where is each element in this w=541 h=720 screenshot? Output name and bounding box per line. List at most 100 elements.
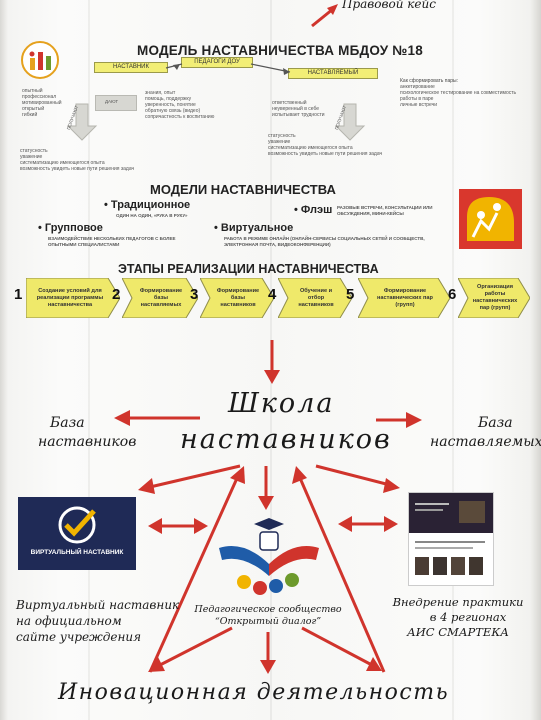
quality-item: ответственный <box>272 100 307 106</box>
photo-thumb <box>415 557 429 575</box>
mentee-qualities: ответственный неуверенный в себе испытыв… <box>272 100 372 118</box>
result-item: систематизацию имеющегося опыта <box>20 160 105 166</box>
transfer-item: помощь, поддержку <box>145 96 192 102</box>
arrow-to-base-mentees <box>376 412 422 428</box>
stages-title: ЭТАПЫ РЕАЛИЗАЦИИ НАСТАВНИЧЕСТВА <box>118 262 379 276</box>
caption-line: сайте учреждения <box>16 630 142 644</box>
stage-2: Формирование базы наставляемых <box>122 278 198 318</box>
stage-shape <box>458 278 530 318</box>
quality-item: мотивированный <box>22 100 62 106</box>
mentee-box: НАСТАВЛЯЕМЫЙ <box>288 68 378 79</box>
stage-shape <box>358 278 450 318</box>
community-caption: Педагогическое сообщество “Открытый диал… <box>166 604 370 628</box>
how-item: анкетирование <box>400 84 435 90</box>
fold-line <box>88 0 90 720</box>
virtual-mentor-logo[interactable]: ВИРТУАЛЬНЫЙ НАСТАВНИК <box>18 497 136 570</box>
models-title: МОДЕЛИ НАСТАВНИЧЕСТВА <box>150 182 336 197</box>
logo-icon <box>21 41 59 79</box>
stage-text: Формирование наставнических пар (групп) <box>377 287 433 308</box>
arrow-to-practice <box>315 464 400 493</box>
transfer-list: знания, опыт помощь, поддержку увереннос… <box>145 90 255 120</box>
stage-text: Формирование базы наставляемых <box>139 287 183 308</box>
stage-shape <box>278 278 352 318</box>
text-line <box>415 547 473 549</box>
transfer-item: обратную связь (видео) <box>145 108 201 114</box>
school-title-line1: Школа <box>228 388 335 419</box>
group-label: Групповое <box>44 222 103 234</box>
community-logo <box>214 518 324 600</box>
base-mentors: База наставников <box>38 414 136 452</box>
mentor-results: статусность уважение систематизацию имею… <box>20 148 210 172</box>
smarteka-screenshot[interactable] <box>408 492 494 586</box>
mentee-results: статусность уважение систематизацию имею… <box>268 133 428 157</box>
result-item: систематизацию имеющегося опыта <box>268 145 353 151</box>
arrow-to-community <box>258 466 274 510</box>
stage-shape <box>122 278 198 318</box>
traditional-model: • Традиционное <box>104 199 191 211</box>
result-item: уважение <box>268 139 291 145</box>
arrow-community-practice <box>338 516 398 532</box>
quality-item: опытный <box>22 88 43 94</box>
stage-shape <box>200 278 274 318</box>
screenshot-header <box>409 493 493 533</box>
get-arrows <box>66 103 366 141</box>
transfer-item: знания, опыт <box>145 90 176 96</box>
how-item: психологическое тестирование на совмести… <box>400 90 517 102</box>
connector-head <box>283 68 290 75</box>
flash-model: • Флэш <box>294 204 333 216</box>
stage-5: Формирование наставнических пар (групп) <box>358 278 450 318</box>
stage-number: 1 <box>14 286 23 303</box>
text-line <box>415 503 449 505</box>
arrow-down-left <box>148 626 233 672</box>
give-label: ДАЮТ <box>105 99 119 104</box>
community-line2: “Открытый диалог” <box>214 616 322 627</box>
innovation-title: Иновационная деятельность <box>58 680 450 705</box>
open-book-icon <box>219 518 319 595</box>
get-arrow-left <box>66 103 98 141</box>
photo-thumb <box>451 557 465 575</box>
connector-layer <box>165 63 291 75</box>
how-item: личные встречи <box>400 102 438 108</box>
get-arrow-right <box>334 103 366 141</box>
arrow-to-base-mentors <box>114 410 200 426</box>
stage-6: Организация работы наставнических пар (г… <box>458 278 530 318</box>
virtual-label: Виртуальное <box>220 222 294 234</box>
give-arrow <box>95 95 137 111</box>
kindergarten-logo <box>18 40 62 80</box>
model-title: МОДЕЛЬ НАСТАВНИЧЕСТВА МБДОУ №18 <box>137 43 423 58</box>
arrow-down-innovation <box>260 632 276 674</box>
stage-number: 2 <box>112 286 121 303</box>
caption-line: на официальном <box>16 614 122 628</box>
stage-text: Обучение и отбор наставников <box>298 287 334 308</box>
transfer-item: сопричастность к воспитанию <box>145 114 215 120</box>
stage-number: 5 <box>346 286 355 303</box>
stage-shape <box>26 278 120 318</box>
arrow-innovation-left <box>148 466 245 673</box>
caption-line: АИС СМАРТЕКА <box>407 625 509 639</box>
checkmark-icon <box>58 506 96 544</box>
text-line <box>415 509 443 511</box>
flash-label: Флэш <box>300 204 333 216</box>
caption-line: в 4 регионах <box>429 610 507 624</box>
arrow-to-virtual-left <box>138 464 241 494</box>
text-line <box>415 541 485 543</box>
stage-number: 6 <box>448 286 457 303</box>
arrow-innovation-right <box>292 466 386 673</box>
legal-case-link[interactable]: Правовой кейс <box>342 0 436 11</box>
virtual-desc: РАБОТА В РЕЖИМЕ ОНЛАЙН (ОНЛАЙН-СЕРВИСЫ С… <box>224 236 425 247</box>
traditional-label: Традиционное <box>110 199 191 211</box>
base-mentors-line2: наставников <box>38 434 137 450</box>
mentor-qualities: опытный профессионал мотивированный откр… <box>22 88 92 118</box>
teachers-box: ПЕДАГОГИ ДОУ <box>181 57 253 68</box>
mentoring-logo <box>459 189 522 249</box>
traditional-desc: ОДИН НА ОДИН, «РУКА В РУКУ» <box>116 213 188 218</box>
stage-4: Обучение и отбор наставников <box>278 278 352 318</box>
base-mentees-line2: наставляемых <box>430 434 541 450</box>
result-item: статусность <box>20 148 48 154</box>
arrow-virtual-community <box>148 518 208 534</box>
arrow-to-school <box>264 340 280 384</box>
arrow-down-right <box>301 626 382 671</box>
top-arrow <box>311 4 338 28</box>
